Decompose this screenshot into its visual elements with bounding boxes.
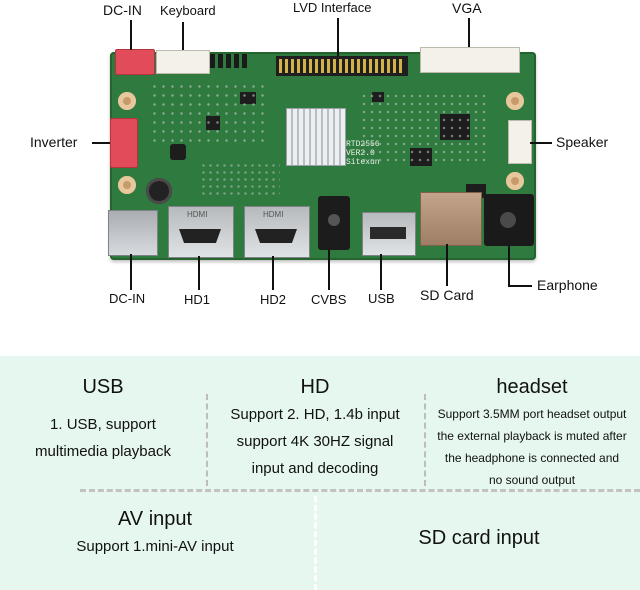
dashed-divider <box>424 394 426 486</box>
vga-connector <box>420 47 520 73</box>
feature-usb: USB 1. USB, support multimedia playback <box>0 376 206 465</box>
speaker-connector <box>508 120 532 164</box>
label-inverter: Inverter <box>30 134 78 150</box>
feature-headset: headset Support 3.5MM port headset outpu… <box>424 376 640 491</box>
mounting-hole <box>506 92 524 110</box>
label-dc-in-bottom: DC-IN <box>109 291 146 306</box>
label-lvd-interface: LVD Interface <box>293 0 372 15</box>
feature-hd-title: HD <box>300 376 330 398</box>
feature-av-title: AV input <box>117 508 193 530</box>
leader-line <box>446 244 448 286</box>
dashed-divider <box>80 489 640 492</box>
mounting-hole <box>506 172 524 190</box>
earphone-jack <box>484 194 534 246</box>
label-keyboard: Keyboard <box>160 3 216 18</box>
sd-card-slot <box>420 192 482 246</box>
mounting-hole <box>118 92 136 110</box>
ic-chip <box>170 144 186 160</box>
leader-line <box>508 246 510 286</box>
feature-line: Support 2. HD, 1.4b input <box>230 406 400 423</box>
leader-line <box>182 22 184 50</box>
feature-panel: USB 1. USB, support multimedia playback … <box>0 356 640 590</box>
leader-line <box>337 18 339 56</box>
feature-line: Support 3.5MM port headset output <box>437 407 627 421</box>
feature-av-desc: Support 1.mini-AV input <box>0 533 310 560</box>
leader-line <box>530 142 552 144</box>
leader-line <box>130 20 132 50</box>
label-dc-in-top: DC-IN <box>103 2 142 18</box>
hdmi-port-1: HDMI <box>168 206 234 258</box>
leader-line <box>328 250 330 290</box>
leader-line <box>198 256 200 290</box>
feature-line: no sound output <box>488 473 576 487</box>
capacitor <box>146 178 172 204</box>
feature-line: support 4K 30HZ signal <box>236 433 394 450</box>
smd-components <box>150 82 270 142</box>
leader-line <box>380 254 382 290</box>
chip-text: Sitexun <box>346 158 380 167</box>
hdmi-port-2: HDMI <box>244 206 310 258</box>
feature-sd-title: SD card input <box>418 527 540 549</box>
label-sd-card: SD Card <box>420 287 474 303</box>
leader-line <box>272 256 274 290</box>
label-cvbs: CVBS <box>311 292 347 307</box>
hdmi-port-text: HDMI <box>187 210 208 219</box>
smd-components <box>200 162 280 198</box>
label-speaker: Speaker <box>556 134 609 150</box>
dc-in-top-connector <box>115 49 155 75</box>
feature-line: input and decoding <box>251 460 379 477</box>
feature-line: the headphone is connected and <box>444 451 620 465</box>
feature-usb-title: USB <box>82 376 124 398</box>
leader-line <box>130 254 132 290</box>
feature-headset-title: headset <box>496 376 568 398</box>
feature-sd: SD card input <box>318 527 640 550</box>
leader-line <box>508 285 532 287</box>
leader-line <box>468 18 470 47</box>
feature-line: the external playback is muted after <box>437 429 627 443</box>
keyboard-connector <box>156 50 210 74</box>
usb-port <box>362 212 416 256</box>
feature-headset-desc: Support 3.5MM port headset output the ex… <box>424 403 640 491</box>
mounting-hole <box>118 176 136 194</box>
label-earphone: Earphone <box>537 277 598 293</box>
feature-usb-desc: 1. USB, support multimedia playback <box>0 411 206 465</box>
feature-line: Support 1.mini-AV input <box>76 538 234 555</box>
feature-line: 1. USB, support <box>50 416 156 433</box>
feature-hd-desc: Support 2. HD, 1.4b input support 4K 30H… <box>206 401 424 482</box>
dashed-divider <box>314 496 317 590</box>
dashed-divider <box>206 394 208 486</box>
feature-hd: HD Support 2. HD, 1.4b input support 4K … <box>206 376 424 482</box>
dc-in-jack <box>108 210 158 256</box>
lvds-connector <box>276 56 408 76</box>
label-vga: VGA <box>452 0 482 16</box>
leader-line <box>92 142 110 144</box>
heatsink <box>286 108 346 166</box>
cvbs-jack <box>318 196 350 250</box>
feature-line: multimedia playback <box>35 443 171 460</box>
feature-av: AV input Support 1.mini-AV input <box>0 508 310 560</box>
label-hd1: HD1 <box>184 292 211 307</box>
smd-components <box>360 92 490 162</box>
pin-header <box>210 54 250 68</box>
label-hd2: HD2 <box>260 292 287 307</box>
inverter-connector <box>110 118 138 168</box>
hdmi-port-text: HDMI <box>263 210 284 219</box>
board-diagram: RTD2556 VER2.0 Sitexun HDMI HDMI <box>30 0 609 307</box>
label-usb: USB <box>368 291 395 306</box>
